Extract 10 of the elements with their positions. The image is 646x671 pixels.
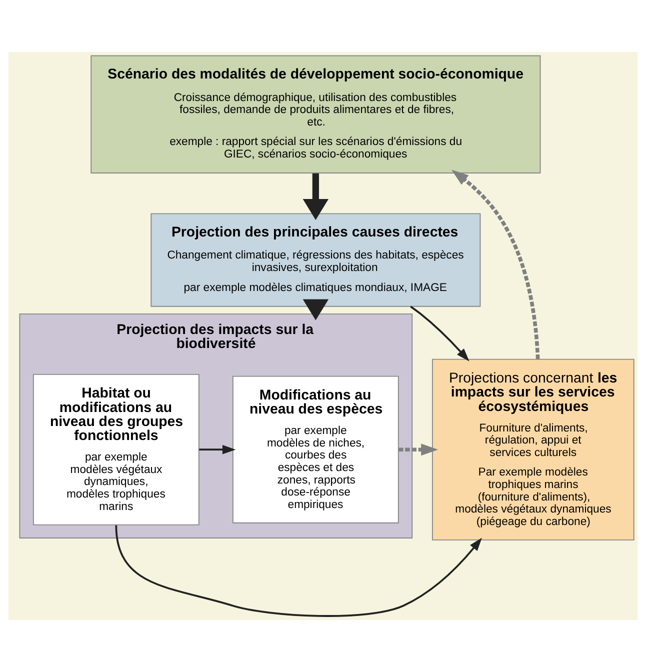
arrow [302,172,329,220]
node-box: Habitat ou modifications au niveau des groupes fonctionnels par exemple modèles végétaux dynamiques, modèles trophiques marins [32,373,200,525]
arrow [451,169,540,359]
node-box: Modifications au niveau des espèces par exemple modèles de niches, courbes des espèces et des zones, rapports dose-réponse empiriques [232,375,399,523]
node-box: Projections concernant les impacts sur les services écosystémiques Fourniture d'aliments, régulation, appui et services culturels Par exemple modèles trophiques marins (fourniture d'aliments), modèles végétaux dynamiques (piégeage du carbone) [432,358,634,540]
arrow [302,298,329,320]
arrow [199,444,236,454]
node-box: Scénario des modalités de développement socio-économique Croissance démographique, utilisation des combustibles fossiles, demande de produits alimentares et de fibres, etc. exemple : rapport spécial sur les scénarios d'émissions du GIEC, scénarios socio-économiques [90,54,541,173]
arrow [398,443,438,456]
arrow [115,524,482,616]
